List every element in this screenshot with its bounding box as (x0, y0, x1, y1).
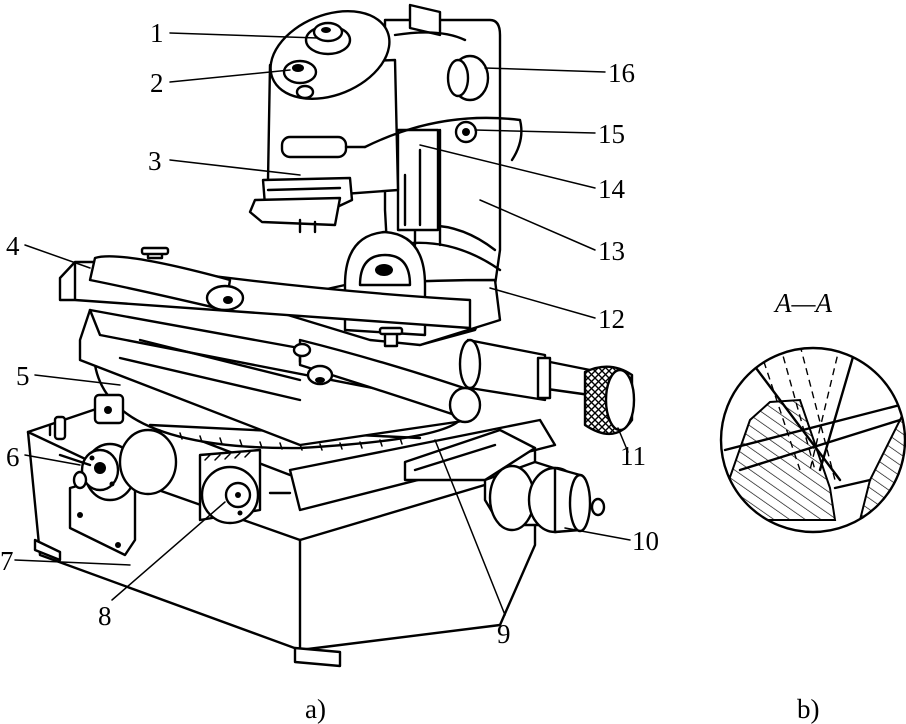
section-view: A—A b) (719, 288, 906, 724)
callout-9: 9 (497, 619, 511, 649)
stage (58, 246, 482, 447)
caption-a: a) (305, 694, 326, 724)
callout-1: 1 (150, 18, 164, 48)
section-label: A—A (773, 288, 833, 318)
caption-b: b) (797, 694, 820, 724)
leader-lines (14, 32, 631, 616)
callout-7: 7 (0, 546, 14, 576)
callout-10: 10 (632, 526, 659, 556)
left-drum (58, 393, 178, 557)
callout-15: 15 (598, 119, 625, 149)
callout-11: 11 (620, 441, 646, 471)
micrometer (458, 338, 636, 435)
right-slide (403, 428, 606, 534)
callout-6: 6 (6, 442, 20, 472)
instrument-drawing (26, 3, 636, 668)
callout-2: 2 (150, 68, 164, 98)
callout-4: 4 (6, 231, 20, 261)
callout-5: 5 (16, 361, 30, 391)
callout-13: 13 (598, 236, 625, 266)
callout-8: 8 (98, 601, 112, 631)
front-drum (198, 448, 292, 525)
microscope-head (248, 10, 523, 234)
callout-16: 16 (608, 58, 635, 88)
callout-12: 12 (598, 304, 625, 334)
callout-14: 14 (598, 174, 626, 204)
callout-3: 3 (148, 146, 162, 176)
callout-labels: 1 2 3 4 5 6 7 8 9 10 11 12 13 14 15 16 (0, 18, 659, 649)
